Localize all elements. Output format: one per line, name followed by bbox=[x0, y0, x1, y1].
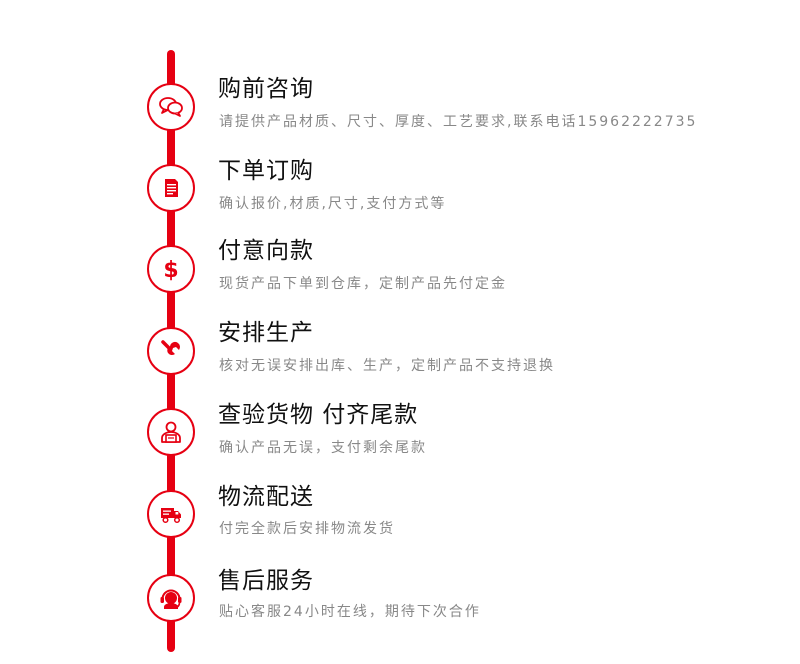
step-title: 付意向款 bbox=[218, 238, 314, 264]
step-order: 下单订购 确认报价,材质,尺寸,支付方式等 bbox=[0, 154, 800, 234]
step-shipping: 物流配送 付完全款后安排物流发货 bbox=[0, 482, 800, 562]
step-production: 安排生产 核对无误安排出库、生产，定制产品不支持退换 bbox=[0, 318, 800, 398]
wrench-icon bbox=[147, 327, 195, 375]
chat-bubbles-icon bbox=[147, 83, 195, 131]
step-inspection: 查验货物 付齐尾款 确认产品无误，支付剩余尾款 bbox=[0, 400, 800, 480]
svg-text:$: $ bbox=[163, 258, 178, 282]
step-description: 付完全款后安排物流发货 bbox=[219, 521, 395, 537]
dollar-icon: $ bbox=[147, 245, 195, 293]
delivery-truck-icon bbox=[147, 490, 195, 538]
headset-icon bbox=[147, 574, 195, 622]
step-deposit: $ 付意向款 现货产品下单到仓库，定制产品先付定金 bbox=[0, 236, 800, 316]
step-description: 请提供产品材质、尺寸、厚度、工艺要求,联系电话15962222735 bbox=[219, 114, 698, 130]
step-description: 现货产品下单到仓库，定制产品先付定金 bbox=[219, 276, 507, 292]
step-description: 确认报价,材质,尺寸,支付方式等 bbox=[219, 196, 447, 212]
step-title: 购前咨询 bbox=[218, 76, 314, 102]
step-description: 确认产品无误，支付剩余尾款 bbox=[219, 440, 427, 456]
step-title: 安排生产 bbox=[218, 320, 314, 346]
step-title: 物流配送 bbox=[218, 484, 314, 510]
step-description: 贴心客服24小时在线，期待下次合作 bbox=[219, 604, 481, 620]
step-title: 下单订购 bbox=[218, 158, 314, 184]
step-title: 售后服务 bbox=[218, 568, 314, 594]
step-consultation: 购前咨询 请提供产品材质、尺寸、厚度、工艺要求,联系电话15962222735 bbox=[0, 72, 800, 152]
step-description: 核对无误安排出库、生产，定制产品不支持退换 bbox=[219, 358, 555, 374]
step-title: 查验货物 付齐尾款 bbox=[218, 402, 419, 428]
inspector-icon bbox=[147, 408, 195, 456]
step-after-sales: 售后服务 贴心客服24小时在线，期待下次合作 bbox=[0, 566, 800, 646]
document-icon bbox=[147, 164, 195, 212]
